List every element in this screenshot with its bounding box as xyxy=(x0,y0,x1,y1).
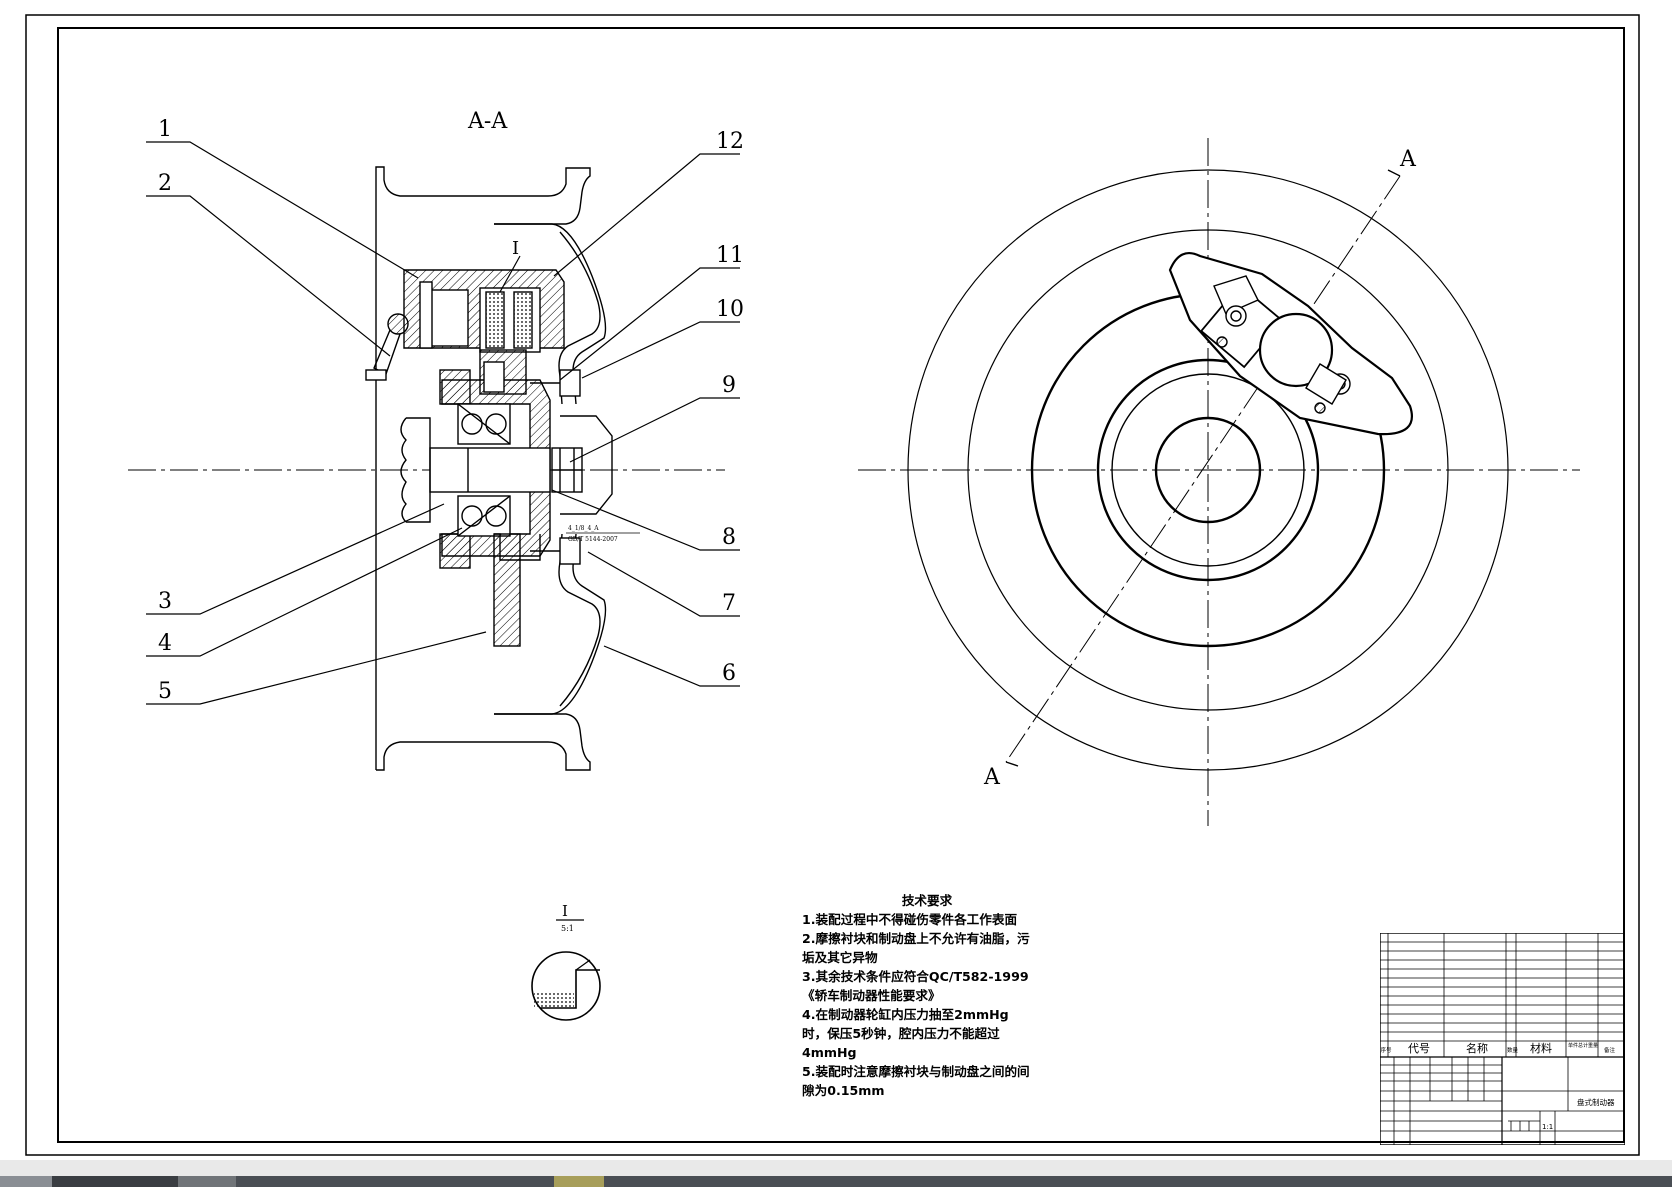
balloon-8: 8 xyxy=(722,525,736,550)
balloon-2: 2 xyxy=(158,171,172,196)
detail-scale: 5:1 xyxy=(561,924,574,933)
bom-header-name: 名称 xyxy=(1466,1041,1488,1055)
drawing-name: 盘式制动器 xyxy=(1577,1097,1615,1107)
taskbar-segment[interactable] xyxy=(178,1176,236,1187)
bom-header-remark: 备注 xyxy=(1604,1046,1616,1054)
balloon-11: 11 xyxy=(716,243,744,268)
detail-view-i: I 5:1 xyxy=(531,902,601,1021)
balloon-5: 5 xyxy=(158,679,172,704)
taskbar-segment[interactable] xyxy=(236,1176,554,1187)
balloon-10: 10 xyxy=(716,297,744,322)
tech-requirement-item: 2.摩擦衬块和制动盘上不允许有油脂，污垢及其它异物 xyxy=(802,931,1030,965)
technical-requirements: 技术要求 1.装配过程中不得碰伤零件各工作表面 2.摩擦衬块和制动盘上不允许有油… xyxy=(802,891,1032,1100)
balloon-1: 1 xyxy=(158,117,172,142)
section-view-a-a: 4_1/8_4_A GB/T 5144-2007 xyxy=(128,166,725,771)
balloon-12: 12 xyxy=(716,129,744,154)
taskbar-segment[interactable] xyxy=(52,1176,178,1187)
engineering-drawing: 4_1/8_4_A GB/T 5144-2007 1 2 3 4 5 6 7 8… xyxy=(25,14,1640,1156)
bom-header-material: 材料 xyxy=(1530,1041,1552,1055)
section-mark-bottom: A xyxy=(983,765,1001,790)
bom-header-qty: 数量 xyxy=(1507,1046,1519,1054)
bom-header-weight: 单件总计重量 xyxy=(1568,1042,1598,1049)
balloon-3: 3 xyxy=(158,589,172,614)
outer-border xyxy=(25,14,1640,1156)
tech-requirement-item: 3.其余技术条件应符合QC/T582-1999《轿车制动器性能要求》 xyxy=(802,969,1029,1003)
drawing-sheet: 4_1/8_4_A GB/T 5144-2007 1 2 3 4 5 6 7 8… xyxy=(0,0,1672,1160)
balloon-labels: 1 2 3 4 5 6 7 8 9 10 11 12 A-A I xyxy=(158,109,744,704)
svg-text:4_1/8_4_A: 4_1/8_4_A xyxy=(568,525,599,532)
taskbar xyxy=(0,1176,1672,1187)
balloon-7: 7 xyxy=(722,591,736,616)
tech-requirement-item: 5.装配时注意摩擦衬块与制动盘之间的间隙为0.15mm xyxy=(802,1064,1030,1098)
taskbar-segment[interactable] xyxy=(554,1176,604,1187)
taskbar-segment[interactable] xyxy=(604,1176,1672,1187)
tech-requirement-item: 4.在制动器轮缸内压力抽至2mmHg时，保压5秒钟，腔内压力不能超过 4mmHg xyxy=(802,1007,1017,1060)
leader-lines xyxy=(146,141,740,705)
bom-header-index: 序号 xyxy=(1381,1046,1393,1054)
tech-requirement-item: 1.装配过程中不得碰伤零件各工作表面 xyxy=(802,912,1018,927)
svg-text:GB/T 5144-2007: GB/T 5144-2007 xyxy=(568,536,618,543)
bom-table xyxy=(1380,933,1625,1058)
bom-header-code: 代号 xyxy=(1408,1042,1430,1055)
detail-label: I xyxy=(562,902,568,920)
detail-marker: I xyxy=(512,238,519,259)
title-block: 序号 代号 名称 数量 材料 单件总计重量 备注 盘式制动器 1:1 xyxy=(1380,933,1625,1145)
section-mark-top: A xyxy=(1399,147,1417,172)
front-view xyxy=(858,138,1580,826)
balloon-4: 4 xyxy=(158,631,172,656)
balloon-6: 6 xyxy=(722,661,736,686)
section-title: A-A xyxy=(467,109,508,134)
balloon-9: 9 xyxy=(722,373,736,398)
tech-requirements-title: 技术要求 xyxy=(901,893,953,908)
inner-border xyxy=(57,27,1625,1143)
drawing-scale: 1:1 xyxy=(1542,1123,1553,1131)
